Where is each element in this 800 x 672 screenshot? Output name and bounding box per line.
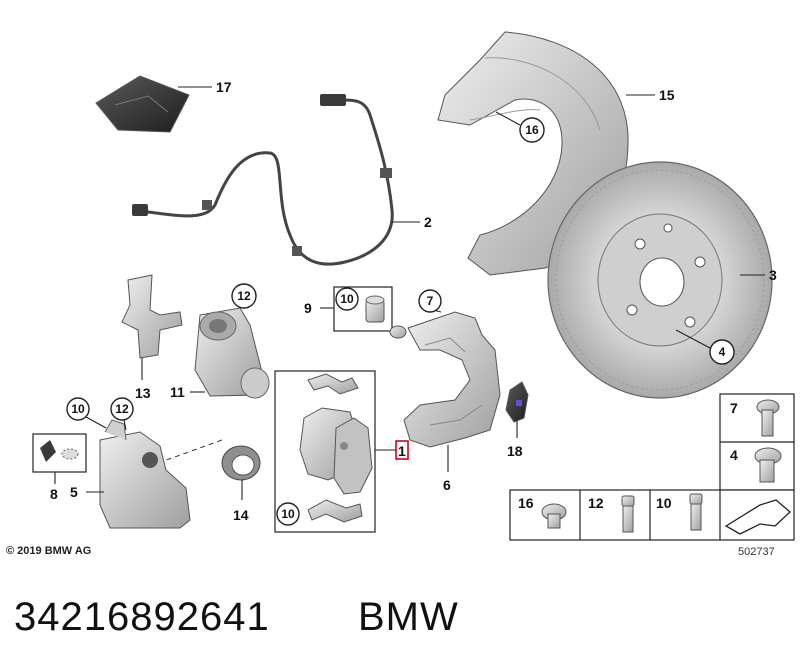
legend-item-7: 7 [730,400,738,416]
box-8 [32,433,87,473]
callout-16: 16 [525,123,539,137]
dashed-axis [157,439,223,464]
legend-bolt-4 [754,447,782,483]
legend-item-16: 16 [518,495,534,511]
part-1-brake-pads [299,407,373,495]
part-3-brake-disc [547,161,773,399]
leader-10b [85,416,107,429]
part-13-bracket [121,274,183,359]
illustration-number: 502737 [738,546,775,558]
callout-1: 1 [398,443,406,459]
part-18-clip [505,381,529,423]
callout-11: 11 [170,384,185,400]
part-5-caliper [99,419,191,529]
callout-13: 13 [135,385,151,401]
legend-bolt-10 [689,493,703,531]
part-14-seal [221,445,261,481]
legend-bolt-7 [756,399,780,437]
callout-7: 7 [427,294,434,308]
callout-7-circle [418,289,442,313]
part-17-bag [95,75,190,133]
legend-bolt-12 [621,495,635,533]
brand-name: BMW [358,595,459,639]
leader-12b [123,419,127,431]
part-10-bolt [365,295,385,323]
callout-12a-circle [231,283,257,309]
callout-9: 9 [304,300,312,316]
part-8-parts [40,440,79,462]
callout-4-circle [709,339,735,365]
callout-12b-circle [110,397,134,421]
part-1-pad-clips-top [307,373,359,395]
part-2-wear-sensor [139,98,394,266]
callout-14: 14 [233,507,249,523]
callout-10a: 10 [340,292,354,306]
highlight-box-1 [395,440,409,460]
callout-12a: 12 [237,289,251,303]
callout-10b-circle [66,397,90,421]
callout-16-circle [519,117,545,143]
part-2-connectors [132,94,392,256]
legend-item-10: 10 [656,495,672,511]
callout-8: 8 [50,486,58,502]
callout-18: 18 [507,443,523,459]
part-6-caliper-carrier [403,311,501,448]
callout-12b: 12 [115,402,129,416]
callout-17: 17 [216,79,232,95]
leader-16a [495,111,521,126]
callout-10c: 10 [281,507,295,521]
callout-4: 4 [719,345,726,359]
callout-10a-circle [335,287,359,311]
legend-item-4: 4 [730,447,738,463]
copyright-text: © 2019 BMW AG [6,545,91,557]
callout-15: 15 [659,87,675,103]
callout-10c-circle [276,502,300,526]
part-number: 34216892641 [14,595,270,639]
callout-2: 2 [424,214,432,230]
callout-3: 3 [769,267,777,283]
callout-6: 6 [443,477,451,493]
callout-5: 5 [70,484,78,500]
part-bolt-loose [389,325,407,339]
arrow-icon [724,499,791,535]
legend-item-12: 12 [588,495,604,511]
legend-bolt-16 [541,503,567,529]
part-1-pad-clips-bottom [307,499,363,523]
callout-10b: 10 [71,402,85,416]
part-11-actuator [194,307,270,399]
leader-4 [675,329,711,349]
